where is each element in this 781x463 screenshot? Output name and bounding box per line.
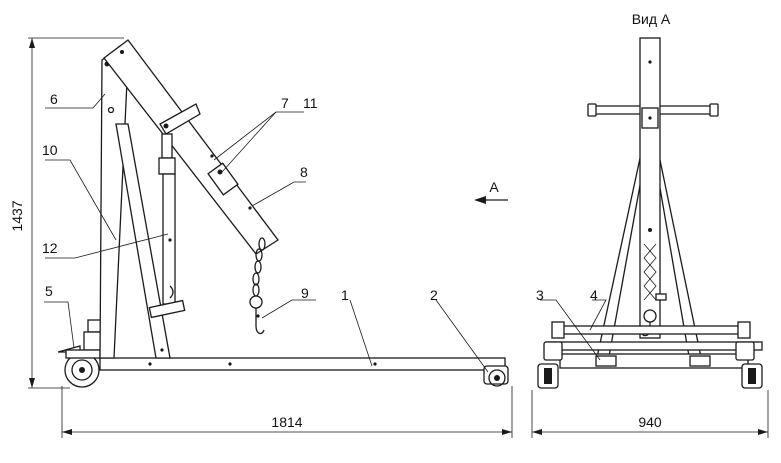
- part-label-8: 8: [300, 164, 308, 180]
- part-label-3: 3: [536, 287, 544, 303]
- part-label-1: 1: [341, 287, 349, 303]
- part-label-11: 11: [303, 95, 318, 111]
- rear-brace: [115, 123, 171, 359]
- chain-hook: [249, 237, 266, 335]
- part-label-4: 4: [590, 287, 598, 303]
- front-view: [537, 37, 763, 389]
- base-crossbar: [559, 353, 749, 369]
- part-label-9: 9: [301, 285, 309, 301]
- part-label-2: 2: [430, 287, 438, 303]
- width-dimension: 940: [638, 414, 662, 430]
- height-dimension: 1437: [9, 200, 25, 231]
- view-arrow-label: А: [489, 179, 499, 195]
- dimensions: [28, 37, 769, 438]
- mast: [99, 45, 129, 359]
- part-label-12: 12: [42, 240, 58, 256]
- boom: [103, 39, 279, 255]
- base-beam: [99, 357, 506, 371]
- side-view: [44, 39, 509, 388]
- hydraulic-jack: [148, 103, 201, 319]
- length-dimension: 1814: [271, 414, 302, 430]
- part-label-5: 5: [45, 283, 53, 299]
- part-label-6: 6: [50, 91, 58, 107]
- rear-caster: [57, 319, 107, 388]
- front-wheel: [483, 365, 509, 387]
- part-label-7: 7: [281, 95, 289, 111]
- leaders-side: [44, 93, 489, 373]
- view-title: Вид А: [632, 11, 671, 27]
- part-label-10: 10: [42, 142, 58, 158]
- rear-crossbar: [555, 325, 747, 335]
